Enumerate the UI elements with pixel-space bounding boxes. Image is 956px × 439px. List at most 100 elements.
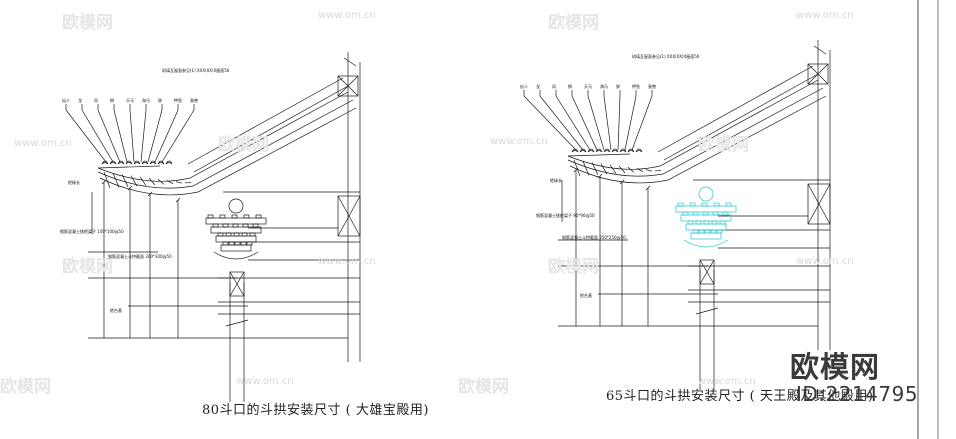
- leader-line: [603, 95, 612, 151]
- roof-underside: [97, 99, 354, 189]
- dim-tick: [147, 191, 153, 197]
- right-note-a: 檐椽长: [550, 178, 562, 183]
- leader-line: [129, 109, 135, 163]
- ornament-label: 狮: [110, 98, 114, 103]
- tile-hatch: [130, 175, 138, 187]
- tile-hatch: [112, 173, 120, 188]
- bracket-block: [233, 232, 240, 237]
- leader-line: [617, 95, 621, 151]
- watermark-url: www.om.cn: [796, 10, 854, 21]
- leader-line: [523, 95, 577, 151]
- ridge-figure: [579, 148, 587, 153]
- watermark-url: www.om.cn: [490, 136, 548, 147]
- leader-line: [624, 95, 637, 151]
- bracket-block: [222, 241, 229, 246]
- leader-line: [161, 109, 195, 163]
- ornament-label: 天马: [126, 98, 134, 103]
- bracket-base: [683, 239, 729, 248]
- rafter-line: [187, 77, 344, 165]
- roof-layer: [569, 95, 827, 184]
- lower-block: [699, 259, 715, 285]
- leader-line: [97, 109, 121, 163]
- leader-line: [140, 109, 147, 163]
- ridge-figure: [133, 160, 141, 165]
- bracket-arm: [690, 232, 722, 240]
- ornament-label: 凤: [552, 84, 556, 89]
- bracket-block: [682, 211, 689, 216]
- left-caption: 80斗口的斗拱安装尺寸 ( 大雄宝殿用): [202, 403, 429, 418]
- bracket-block: [243, 214, 250, 219]
- bracket-arm: [675, 205, 737, 213]
- ornament-label: 押鱼: [632, 84, 640, 89]
- bracket-block: [703, 220, 710, 225]
- rafter-line: [663, 73, 819, 161]
- ridge-figure: [149, 160, 157, 165]
- ridge-figure: [595, 148, 603, 153]
- break-mark: [343, 57, 357, 67]
- left-note-c: 钢筋混凝土斗拱截面 300*300@50: [108, 254, 172, 259]
- watermark-logo: 欧模网: [698, 135, 749, 155]
- bracket-block: [242, 223, 249, 228]
- leader-line: [555, 95, 591, 151]
- tile-hatch: [591, 162, 599, 175]
- break-mark: [225, 319, 249, 327]
- leader-line: [81, 109, 114, 163]
- lower-cross: [229, 271, 245, 297]
- ridge-figure: [619, 148, 627, 153]
- bracket-block: [692, 211, 699, 216]
- watermark-url: www.om.cn: [318, 256, 376, 267]
- ridge-figure: [109, 160, 117, 165]
- watermark-url: www.om.cn: [698, 376, 756, 387]
- left-note-a: 檐椽长: [68, 180, 80, 185]
- leader-line: [539, 95, 584, 151]
- tile-hatch: [609, 164, 617, 174]
- ornament-label: 仙人: [520, 84, 528, 89]
- right-caption: 65斗口的斗拱安装尺寸 ( 天王殿及其他殿用): [606, 389, 874, 404]
- roof-top: [567, 79, 819, 170]
- leader-line: [571, 95, 598, 151]
- dim-tick: [619, 179, 625, 185]
- tile-hatch: [166, 180, 174, 185]
- ornament-label: 海马: [142, 98, 150, 103]
- watermark-url: www.om.cn: [236, 376, 294, 387]
- ornament-label: 天马: [584, 84, 592, 89]
- ornament-label: 凤: [94, 98, 98, 103]
- bracket-block: [225, 232, 232, 237]
- bracket-block: [712, 211, 719, 216]
- bracket-block: [695, 220, 702, 225]
- bracket-block: [719, 220, 726, 225]
- left-roof-note: 琉璃瓦屋面参见(1) XXX(0X)X屋面56: [162, 68, 230, 73]
- bracket-block: [240, 241, 247, 246]
- roof-top: [97, 91, 349, 182]
- watermark-url: www.om.cn: [14, 138, 72, 149]
- dim-tick: [573, 167, 579, 173]
- ridge-figure: [587, 148, 595, 153]
- lower-block: [229, 271, 245, 297]
- dougong-bracket: [205, 198, 267, 260]
- right-roof-note: 琉璃瓦屋面参见(1) XXX(0X)X屋面56: [632, 54, 700, 59]
- brand-stamp-id: ID:2214795: [796, 382, 919, 406]
- tile-hatch: [600, 163, 608, 175]
- dim-tick: [597, 173, 603, 179]
- bracket-block: [241, 232, 248, 237]
- bracket-block: [698, 229, 705, 234]
- tile-hatch: [573, 159, 581, 177]
- left-note-d: 檐台基: [110, 308, 122, 313]
- bracket-block: [228, 241, 235, 246]
- bracket-block: [689, 202, 696, 207]
- bracket-arm: [215, 235, 257, 243]
- bracket-block: [207, 214, 214, 219]
- ridge-figure: [157, 160, 165, 165]
- bracket-block: [255, 214, 262, 219]
- dougong-bracket: [675, 186, 737, 248]
- ridge-figure: [165, 160, 173, 165]
- leader-line: [65, 109, 107, 163]
- left-bracket-section: [65, 52, 361, 402]
- bracket-arm: [220, 244, 252, 252]
- break-mark: [695, 307, 719, 315]
- bracket-block: [702, 211, 709, 216]
- ornament-label: 龙: [78, 98, 82, 103]
- bracket-block: [219, 214, 226, 219]
- dim-tick: [101, 179, 107, 185]
